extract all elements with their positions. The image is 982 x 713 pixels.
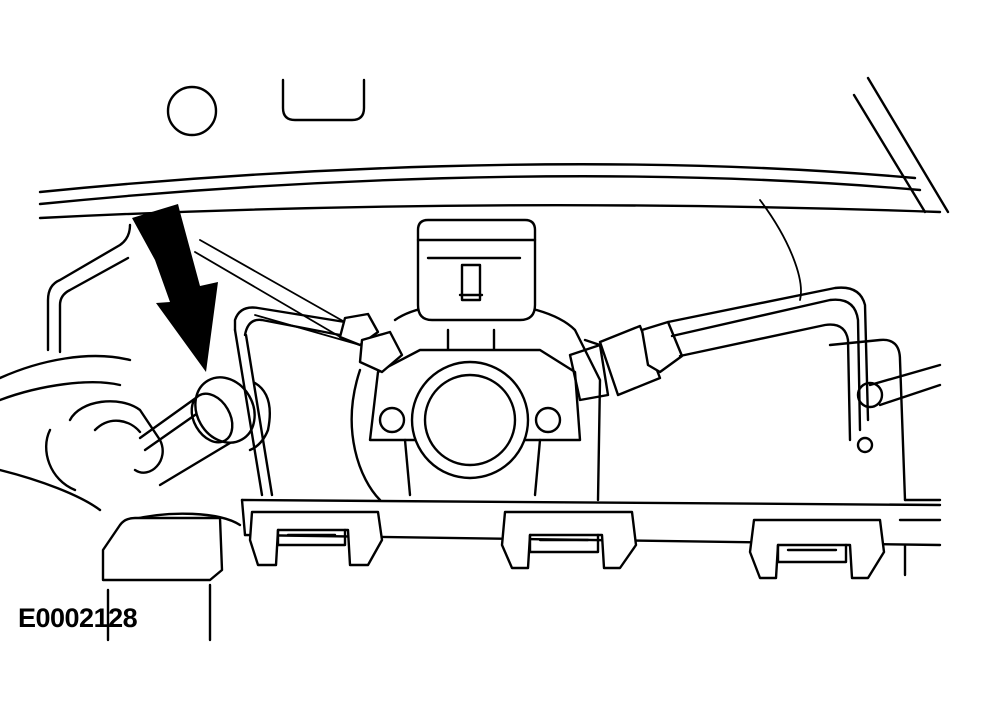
injector-clamp <box>248 510 384 567</box>
injector-clamp <box>748 518 886 580</box>
left-fuel-pipe <box>194 239 361 497</box>
left-hoses <box>0 223 242 527</box>
fuel-pump <box>350 218 602 502</box>
injector-clamp <box>500 510 638 570</box>
pump-fittings <box>338 312 684 402</box>
upper-panel <box>166 76 950 214</box>
fuel-return-connector <box>138 376 272 487</box>
right-fuel-pipe <box>583 286 870 442</box>
arrow-down-icon <box>132 204 218 372</box>
figure-id-label: E0002128 <box>18 603 138 633</box>
lower-left-bracket <box>101 516 224 642</box>
right-rail-end <box>898 518 942 577</box>
right-hose <box>828 338 942 502</box>
